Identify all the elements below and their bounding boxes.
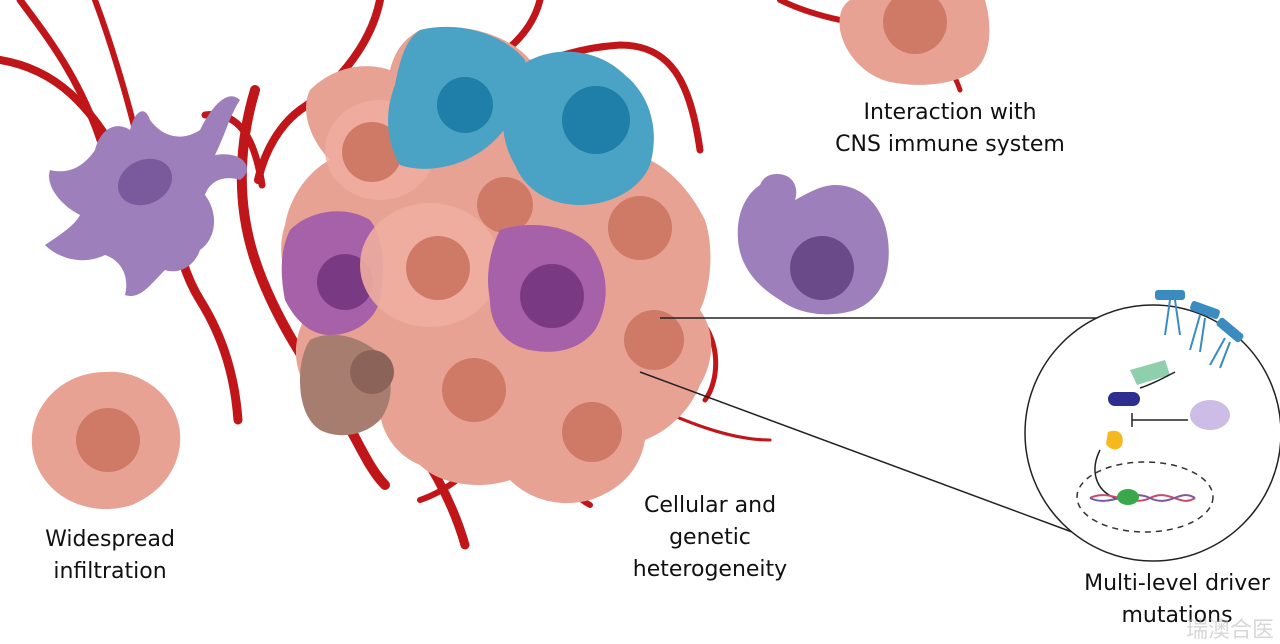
tumor-mass xyxy=(281,26,712,504)
label-line: Widespread xyxy=(45,527,175,552)
microglia-cell xyxy=(45,96,247,296)
label-line: Cellular and xyxy=(643,493,777,518)
label-heterogeneity: Cellular and genetic heterogeneity xyxy=(610,490,810,586)
infiltrating-tumor-cell xyxy=(31,371,181,510)
receptor-stems xyxy=(1164,299,1231,369)
macrophage-cell xyxy=(737,174,889,315)
zoom-connectors xyxy=(639,317,1118,533)
label-widespread-infiltration: Widespread infiltration xyxy=(20,524,200,588)
label-immune-interaction: Interaction with CNS immune system xyxy=(820,97,1080,161)
label-line: genetic xyxy=(669,525,751,550)
label-line: infiltration xyxy=(53,559,167,584)
label-line: heterogeneity xyxy=(632,557,788,582)
label-line: CNS immune system xyxy=(835,132,1065,157)
label-line: Interaction with xyxy=(863,100,1037,125)
mutation-zoom-circle xyxy=(1024,290,1280,562)
immune-tumor-cell xyxy=(839,0,990,85)
watermark: 瑞澳合医 xyxy=(1185,618,1274,643)
receptor-icons xyxy=(1155,290,1244,343)
label-driver-mutations: Multi-level driver mutations xyxy=(1062,568,1280,632)
label-line: Multi-level driver xyxy=(1084,571,1270,596)
label-line: mutations xyxy=(1121,603,1233,628)
